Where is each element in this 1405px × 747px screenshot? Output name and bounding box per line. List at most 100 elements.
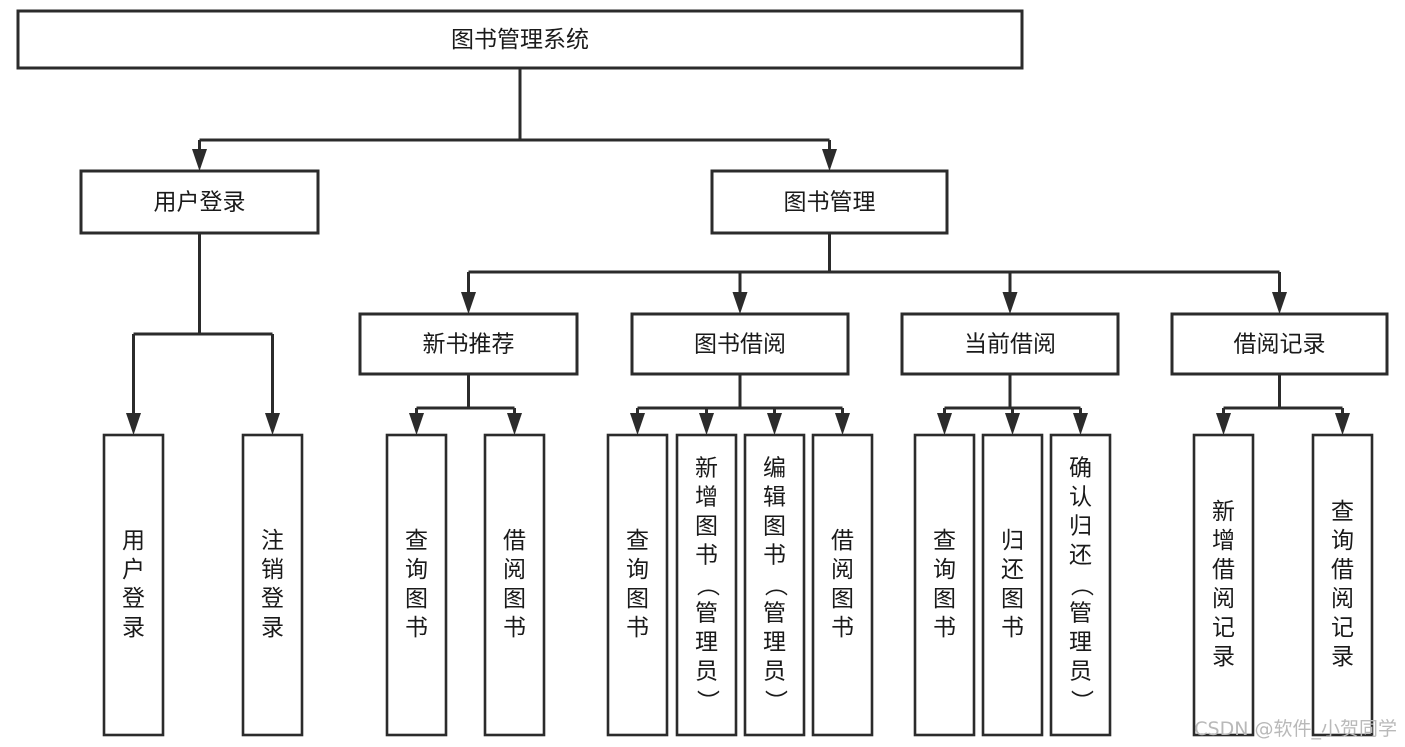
node-label-char: 编: [763, 456, 786, 482]
node-label-char: 书: [626, 615, 649, 641]
node-current-borrow[interactable]: 当前借阅: [900, 312, 1120, 376]
arrow-head-icon: [699, 413, 714, 435]
node-label-char: 书: [831, 615, 854, 641]
node-box: [630, 312, 850, 376]
node-box: [710, 169, 949, 235]
node-box: [913, 433, 976, 737]
node-label-char: 借: [1212, 557, 1235, 583]
node-label-char: 询: [1331, 528, 1354, 554]
node-label-char: 户: [122, 557, 145, 583]
node-label-char: 录: [1212, 644, 1235, 670]
arrow-head-icon: [265, 413, 280, 435]
node-label: 图书借阅: [694, 332, 786, 358]
node-label-char: 图: [503, 586, 526, 612]
node-label-char: 管: [763, 601, 786, 627]
node-label-char: 注: [261, 528, 284, 554]
node-box: [900, 312, 1120, 376]
node-root[interactable]: 图书管理系统: [16, 9, 1024, 70]
node-label-char: 阅: [831, 557, 854, 583]
node-label-char: 增: [695, 485, 718, 511]
node-label-char: 理: [695, 630, 718, 656]
node-label-char: 登: [122, 586, 145, 612]
arrow-head-icon: [1335, 413, 1350, 435]
node-label-char: 图: [1001, 586, 1024, 612]
node-label-char: 新: [695, 456, 718, 482]
node-box: [675, 433, 738, 737]
node-box: [79, 169, 320, 235]
node-label-char: 借: [831, 528, 854, 554]
node-label-char: 查: [405, 528, 428, 554]
arrow-head-icon: [192, 149, 207, 171]
node-label-char: （: [1068, 574, 1094, 597]
arrow-head-icon: [1002, 292, 1018, 314]
node-book-manage[interactable]: 图书管理: [710, 169, 949, 235]
node-box: [743, 433, 806, 737]
node-label-char: 书: [933, 615, 956, 641]
node-label-char: 书: [1001, 615, 1024, 641]
node-box: [1192, 433, 1255, 737]
node-label-char: 辑: [763, 485, 786, 511]
node-label-char: 阅: [1212, 586, 1235, 612]
node-box: [483, 433, 546, 737]
arrow-head-icon: [1005, 413, 1020, 435]
arrow-head-icon: [507, 413, 522, 435]
node-label: 当前借阅: [964, 332, 1056, 358]
node-label-char: 图: [695, 514, 718, 540]
arrow-head-icon: [822, 149, 837, 171]
node-label-char: 录: [122, 615, 145, 641]
arrow-head-icon: [835, 413, 850, 435]
node-label-char: 理: [763, 630, 786, 656]
node-label-char: 管: [695, 601, 718, 627]
node-new-book-rec[interactable]: 新书推荐: [358, 312, 579, 376]
node-leaf-user-login[interactable]: 用户登录: [102, 433, 165, 737]
node-user-login[interactable]: 用户登录: [79, 169, 320, 235]
node-label-char: 图: [763, 514, 786, 540]
node-label-char: 确: [1069, 456, 1092, 482]
node-label-char: 图: [405, 586, 428, 612]
node-borrow-record[interactable]: 借阅记录: [1170, 312, 1389, 376]
node-label-char: 询: [933, 557, 956, 583]
node-label-char: 理: [1069, 630, 1092, 656]
node-label-char: 借: [1331, 557, 1354, 583]
node-label-char: （: [762, 574, 788, 597]
node-label-char: 询: [405, 557, 428, 583]
node-label-char: 阅: [1331, 586, 1354, 612]
node-label-char: 录: [261, 615, 284, 641]
node-label-char: 借: [503, 528, 526, 554]
node-book-borrow[interactable]: 图书借阅: [630, 312, 850, 376]
arrow-head-icon: [732, 292, 748, 314]
node-label-char: 图: [831, 586, 854, 612]
node-box: [241, 433, 304, 737]
node-label: 新书推荐: [423, 332, 515, 358]
node-label-char: 查: [626, 528, 649, 554]
arrow-head-icon: [409, 413, 424, 435]
node-label-char: 归: [1069, 514, 1092, 540]
node-label-char: 查: [1331, 499, 1354, 525]
node-box: [1311, 433, 1374, 737]
node-label-char: 阅: [503, 557, 526, 583]
node-label-char: 书: [763, 543, 786, 569]
node-label-char: 新: [1212, 499, 1235, 525]
node-box: [606, 433, 669, 737]
node-label-char: 还: [1001, 557, 1024, 583]
node-label-char: ）: [1068, 690, 1094, 713]
arrow-head-icon: [126, 413, 141, 435]
node-label-char: 还: [1069, 543, 1092, 569]
node-label: 图书管理: [784, 190, 876, 216]
arrow-head-icon: [937, 413, 952, 435]
node-label: 图书管理系统: [451, 27, 589, 53]
node-label: 用户登录: [154, 190, 246, 216]
